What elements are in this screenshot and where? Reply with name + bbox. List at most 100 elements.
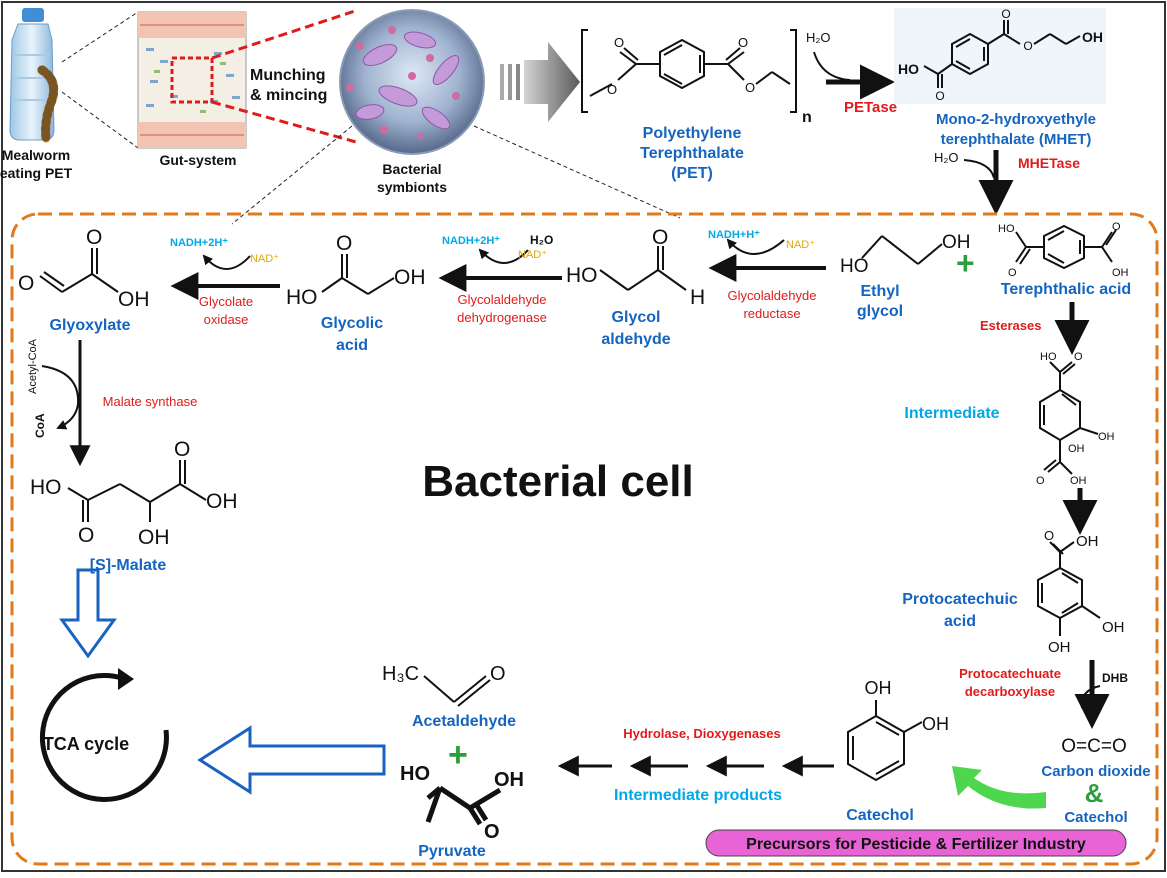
- atom-o: O: [174, 438, 190, 461]
- atom-o: O: [745, 80, 755, 95]
- atom-ho: HO: [1040, 351, 1057, 363]
- water-label: H₂O: [934, 150, 959, 165]
- atom-oh: OH: [1068, 443, 1085, 455]
- atom-oh: OH: [922, 714, 949, 734]
- acetaldehyde-label: Acetaldehyde: [412, 713, 516, 730]
- pc-decarboxylase-label-2: decarboxylase: [965, 684, 1055, 699]
- atom-o: O: [738, 35, 748, 50]
- dhb-label: DHB: [1102, 671, 1128, 685]
- precursors-banner: [705, 829, 1127, 857]
- glycolic-acid-label-1: Glycolic: [321, 315, 383, 332]
- esterases-label: Esterases: [980, 318, 1041, 333]
- terephthalic-acid-structure: [1015, 224, 1117, 270]
- atom-o: O: [652, 226, 668, 249]
- atom-o: O: [607, 82, 617, 97]
- atom-ho: HO: [286, 286, 318, 309]
- big-gray-arrow-icon: [500, 42, 580, 122]
- mealworm-label-1: Mealworm: [2, 147, 70, 163]
- glycol-aldehyde-label-1: Glycol: [612, 309, 661, 326]
- atom-o: O: [1008, 267, 1017, 279]
- bacteria-micrograph-image: [339, 9, 485, 155]
- co2-formula: O=C=O: [1061, 736, 1126, 757]
- nadh-h-label: NADH+H⁺: [708, 229, 760, 241]
- atom-o: O: [1044, 528, 1054, 543]
- glycolate-oxidase-label-1: Glycolate: [199, 294, 253, 309]
- plus-sign: +: [448, 736, 468, 774]
- glycolaldehyde-reductase-label-1: Glycolaldehyde: [728, 288, 817, 303]
- tca-cycle-label: TCA cycle: [43, 734, 129, 754]
- munching-label-1: Munching: [250, 67, 326, 84]
- gut-system-label: Gut-system: [159, 152, 236, 168]
- atom-oh: OH: [1102, 619, 1125, 636]
- atom-o: O: [935, 89, 944, 103]
- plus-sign: +: [956, 245, 975, 281]
- atom-o: O: [336, 232, 352, 255]
- atom-oh: OH: [494, 769, 524, 791]
- atom-ho: HO: [566, 264, 598, 287]
- atom-oh: OH: [138, 526, 170, 549]
- glyoxylate-structure: [39, 248, 119, 293]
- nadh-2h-label: NADH+2H⁺: [442, 235, 500, 247]
- atom-h3c: H₃C: [382, 663, 419, 685]
- pyruvate-structure: [425, 785, 502, 826]
- mealworm-label-2: eating PET: [0, 165, 73, 181]
- atom-o: O: [1112, 221, 1121, 233]
- atom-oh: OH: [1048, 639, 1071, 656]
- mhet-label-1: Mono-2-hydroxyethyle: [936, 111, 1096, 128]
- glycolic-acid-label-2: acid: [336, 337, 368, 354]
- atom-o: O: [1036, 475, 1045, 487]
- glycolaldehyde-dh-label-2: dehydrogenase: [457, 310, 547, 325]
- atom-oh: OH: [1112, 267, 1129, 279]
- ampersand-sign: &: [1085, 778, 1104, 808]
- atom-oh: OH: [1082, 29, 1103, 45]
- ethyl-glycol-label-2: glycol: [857, 303, 903, 320]
- atom-ho: HO: [840, 256, 869, 277]
- malate-synthase-label: Malate synthase: [103, 394, 198, 409]
- nad-label: NAD⁺: [250, 253, 279, 265]
- catechol-structure: [847, 700, 923, 782]
- mhet-structure: [923, 20, 1081, 88]
- bacterial-cell-border: [10, 212, 1159, 866]
- atom-o: O: [1074, 351, 1083, 363]
- atom-oh: OH: [1070, 475, 1087, 487]
- tca-cycle-icon: [39, 668, 169, 802]
- mhet-structure-bg: [894, 8, 1106, 104]
- protocatechuic-label-1: Protocatechuic: [902, 591, 1018, 608]
- water-label: H₂O: [806, 30, 831, 45]
- glycol-aldehyde-structure: [599, 246, 687, 291]
- glycolaldehyde-reductase-label-2: reductase: [743, 306, 800, 321]
- catechol-label: Catechol: [846, 807, 914, 824]
- glycolic-acid-structure: [321, 254, 395, 295]
- malate-structure: [67, 460, 207, 522]
- atom-o: O: [1023, 39, 1032, 53]
- pet-structure: [581, 29, 797, 113]
- atom-oh: OH: [394, 266, 426, 289]
- munching-label-2: & mincing: [250, 87, 327, 104]
- nad-label: NAD⁺: [786, 239, 815, 251]
- glycol-aldehyde-label-2: aldehyde: [601, 331, 670, 348]
- glycolaldehyde-dh-label-1: Glycolaldehyde: [458, 292, 547, 307]
- intermediate-label: Intermediate: [904, 405, 999, 422]
- pyruvate-label: Pyruvate: [418, 843, 486, 860]
- atom-o: O: [484, 821, 500, 843]
- atom-ho: HO: [898, 61, 919, 77]
- atom-oh: OH: [865, 678, 892, 698]
- atom-o: O: [1001, 7, 1010, 21]
- ethyl-glycol-label-1: Ethyl: [860, 283, 899, 300]
- to-tca-arrow-icon: [197, 725, 386, 795]
- mhet-label-2: terephthalate (MHET): [941, 131, 1092, 148]
- pet-repeat-n: n: [802, 109, 812, 126]
- water-label: H₂O: [530, 233, 553, 247]
- green-arrow-icon: [952, 766, 1046, 809]
- atom-oh: OH: [1076, 533, 1099, 550]
- pet-label-3: (PET): [671, 165, 713, 182]
- glycolate-oxidase-label-2: oxidase: [204, 312, 249, 327]
- atom-h: H: [690, 286, 705, 309]
- atom-oh: OH: [942, 232, 971, 253]
- atom-oh: OH: [206, 490, 238, 513]
- petase-label: PETase: [844, 99, 897, 116]
- malate-label: [S]-Malate: [90, 557, 167, 574]
- glyoxylate-label: Glyoxylate: [50, 317, 131, 334]
